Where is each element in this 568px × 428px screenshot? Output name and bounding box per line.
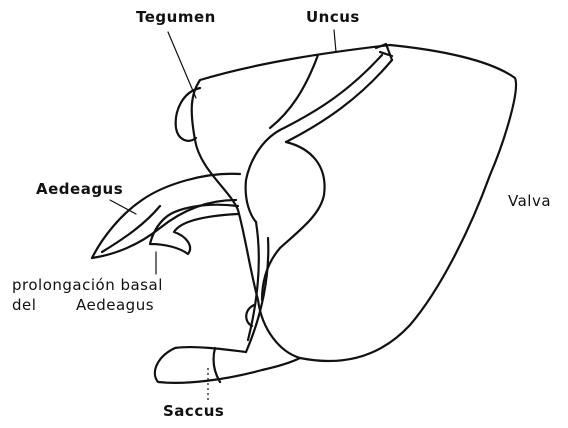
uncus-leader xyxy=(334,30,336,52)
label-tegumen: Tegumen xyxy=(136,10,216,25)
uncus-ribbon-b xyxy=(286,60,392,142)
uncus-upper xyxy=(270,55,318,128)
valva-outline xyxy=(192,45,516,361)
label-saccus: Saccus xyxy=(163,404,224,419)
label-basal-line2-left: del xyxy=(12,298,36,313)
basal-prolongation xyxy=(150,205,238,254)
label-uncus: Uncus xyxy=(306,10,360,25)
label-aedeagus: Aedeagus xyxy=(36,182,123,197)
label-basal-line1: prolongación basal xyxy=(12,278,163,293)
label-basal-line2-right: Aedeagus xyxy=(76,298,154,313)
tegumen-knob xyxy=(176,88,200,141)
tegumen-leader xyxy=(168,32,196,98)
saccus-divider xyxy=(214,348,220,382)
label-valva: Valva xyxy=(508,194,551,209)
saccus-outline xyxy=(155,347,300,383)
uncus-ribbon-a xyxy=(280,55,382,130)
